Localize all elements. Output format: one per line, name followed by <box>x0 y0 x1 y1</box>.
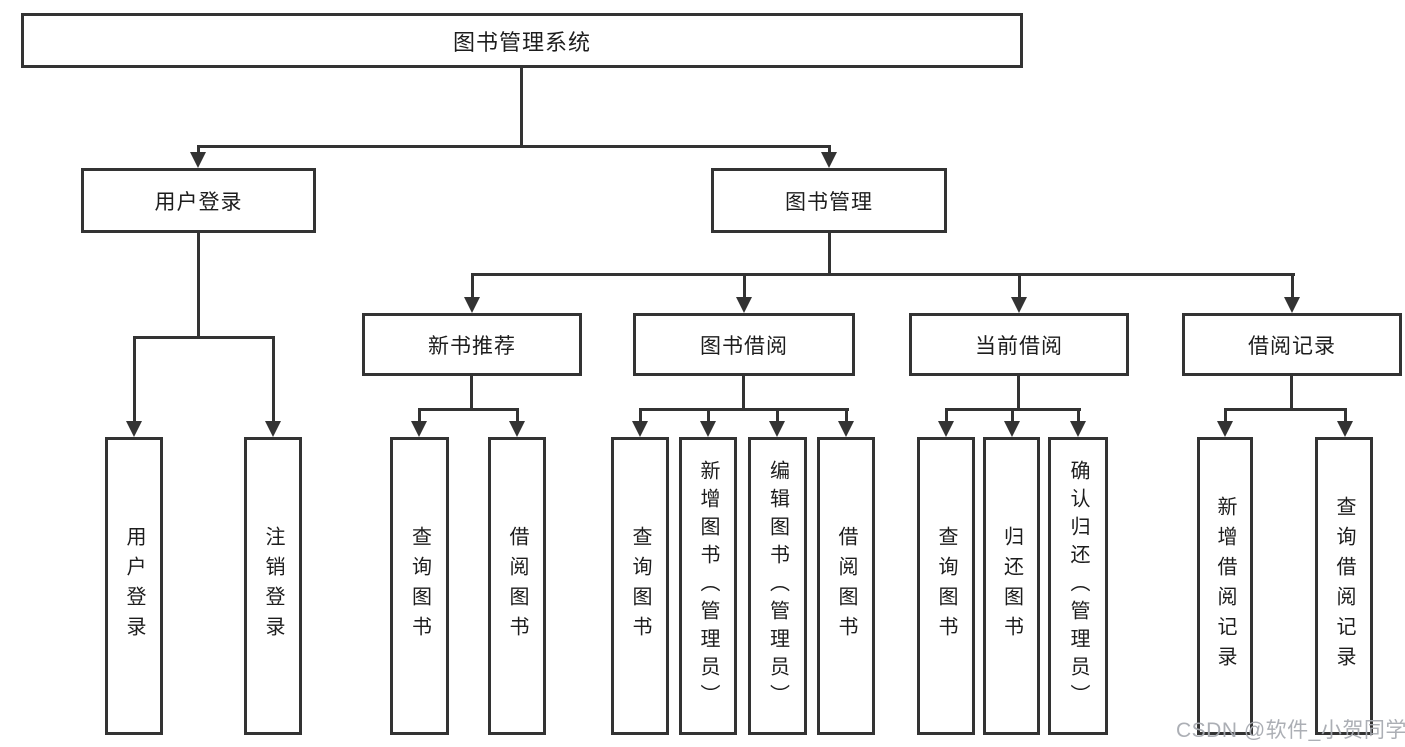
leaf-query-borrow-record-label: 查询借阅记录 <box>1333 496 1355 676</box>
node-user-login: 用户登录 <box>81 168 316 233</box>
leaf-confirm-return-admin: 确认归还（管理员） <box>1048 437 1108 735</box>
connector-drop <box>516 408 519 423</box>
arrow-down-icon <box>1337 421 1353 437</box>
connector-drop <box>743 273 746 299</box>
arrow-down-icon <box>126 421 142 437</box>
arrow-down-icon <box>509 421 525 437</box>
leaf-borrow-book: 借阅图书 <box>817 437 875 735</box>
leaf-query-books-borrow: 查询图书 <box>611 437 669 735</box>
arrow-down-icon <box>1004 421 1020 437</box>
node-current-borrow: 当前借阅 <box>909 313 1129 376</box>
arrow-down-icon <box>632 421 648 437</box>
connector-drop <box>133 336 136 423</box>
node-new-book-recommend: 新书推荐 <box>362 313 582 376</box>
node-user-login-label: 用户登录 <box>154 190 243 214</box>
arrow-down-icon <box>464 297 480 313</box>
node-book-management: 图书管理 <box>711 168 947 233</box>
connector-group-stub <box>1017 376 1020 408</box>
leaf-return-book-label: 归还图书 <box>1000 526 1023 646</box>
leaf-add-book-admin-label: 新增图书（管理员） <box>697 460 719 712</box>
node-new-book-recommend-label: 新书推荐 <box>428 334 516 358</box>
node-book-borrow: 图书借阅 <box>633 313 855 376</box>
leaf-query-books-current: 查询图书 <box>917 437 975 735</box>
leaf-user-login-label: 用户登录 <box>123 526 145 646</box>
arrow-down-icon <box>938 421 954 437</box>
connector-drop <box>639 408 642 423</box>
node-root: 图书管理系统 <box>21 13 1023 68</box>
connector-user-login-stub <box>197 233 200 336</box>
connector-group-rail <box>639 408 849 411</box>
connector-drop <box>1011 408 1014 423</box>
leaf-borrow-book-label: 借阅图书 <box>835 526 857 646</box>
leaf-edit-book-admin-label: 编辑图书（管理员） <box>766 460 789 712</box>
node-current-borrow-label: 当前借阅 <box>975 334 1063 358</box>
connector-book-mgmt-stub <box>828 233 831 273</box>
leaf-add-borrow-record-label: 新增借阅记录 <box>1214 496 1236 676</box>
arrow-down-icon <box>736 297 752 313</box>
leaf-user-login: 用户登录 <box>105 437 163 735</box>
arrow-down-icon <box>838 421 854 437</box>
connector-drop <box>197 145 200 154</box>
leaf-query-books-recommend-label: 查询图书 <box>408 526 431 646</box>
connector-drop <box>1077 408 1080 423</box>
connector-l2-rail <box>197 145 831 148</box>
connector-drop <box>707 408 710 423</box>
leaf-confirm-return-admin-label: 确认归还（管理员） <box>1067 460 1089 712</box>
leaf-logout: 注销登录 <box>244 437 302 735</box>
connector-user-login-rail <box>133 336 275 339</box>
connector-drop <box>845 408 848 423</box>
arrow-down-icon <box>769 421 785 437</box>
leaf-query-borrow-record: 查询借阅记录 <box>1315 437 1373 735</box>
leaf-borrow-books-recommend: 借阅图书 <box>488 437 546 735</box>
arrow-down-icon <box>821 152 837 168</box>
leaf-edit-book-admin: 编辑图书（管理员） <box>748 437 807 735</box>
connector-l3-rail <box>471 273 1295 276</box>
connector-group-rail <box>1224 408 1347 411</box>
arrow-down-icon <box>1217 421 1233 437</box>
node-borrow-records-label: 借阅记录 <box>1248 334 1336 358</box>
connector-group-stub <box>1290 376 1293 408</box>
leaf-query-books-borrow-label: 查询图书 <box>629 526 651 646</box>
connector-group-rail <box>418 408 519 411</box>
connector-drop <box>471 273 474 299</box>
connector-root-stub <box>520 68 523 145</box>
connector-group-stub <box>470 376 473 408</box>
connector-drop <box>945 408 948 423</box>
leaf-borrow-books-recommend-label: 借阅图书 <box>506 526 528 646</box>
connector-drop <box>1344 408 1347 423</box>
connector-drop <box>828 145 831 154</box>
arrow-down-icon <box>1070 421 1086 437</box>
arrow-down-icon <box>700 421 716 437</box>
leaf-query-books-current-label: 查询图书 <box>935 526 957 646</box>
csdn-watermark: CSDN @软件_小贺同学 <box>1176 719 1405 742</box>
arrow-down-icon <box>265 421 281 437</box>
node-book-management-label: 图书管理 <box>785 190 873 214</box>
leaf-add-borrow-record: 新增借阅记录 <box>1197 437 1253 735</box>
connector-drop <box>272 336 275 423</box>
leaf-logout-label: 注销登录 <box>262 526 284 646</box>
connector-drop <box>418 408 421 423</box>
connector-drop <box>1224 408 1227 423</box>
node-root-label: 图书管理系统 <box>452 29 591 55</box>
arrow-down-icon <box>1284 297 1300 313</box>
connector-drop <box>1018 273 1021 299</box>
arrow-down-icon <box>411 421 427 437</box>
connector-group-stub <box>742 376 745 408</box>
node-borrow-records: 借阅记录 <box>1182 313 1402 376</box>
arrow-down-icon <box>190 152 206 168</box>
connector-drop <box>776 408 779 423</box>
leaf-return-book: 归还图书 <box>983 437 1040 735</box>
leaf-query-books-recommend: 查询图书 <box>390 437 449 735</box>
connector-drop <box>1291 273 1294 299</box>
node-book-borrow-label: 图书借阅 <box>700 334 788 358</box>
arrow-down-icon <box>1011 297 1027 313</box>
leaf-add-book-admin: 新增图书（管理员） <box>679 437 737 735</box>
